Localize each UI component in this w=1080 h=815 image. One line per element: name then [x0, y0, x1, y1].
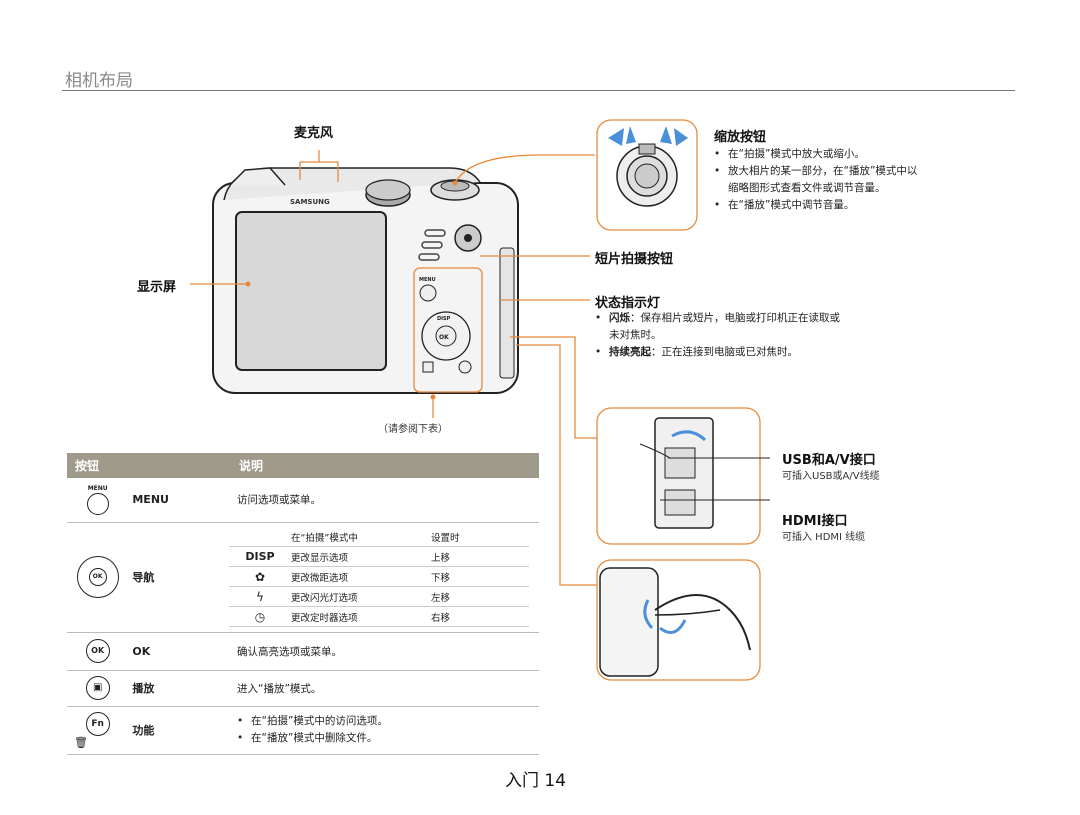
play-name: 播放 — [128, 670, 231, 707]
nav-name: 导航 — [128, 522, 231, 633]
table-row: MENU MENU 访问选项或菜单。 — [67, 478, 539, 523]
fn-button — [458, 360, 472, 374]
nav-subtable: 在“拍摄”模式中 设置时 DISP 更改显示选项 上移 ✿ 更改微距选项 下移 … — [229, 527, 529, 627]
see-table-note: （请参阅下表） — [378, 424, 448, 435]
menu-desc: 访问选项或菜单。 — [231, 478, 539, 523]
status-lamp-bullets: •闪烁：保存相片或短片，电脑或打印机正在读取或 未对焦时。 •持续亮起：正在连接… — [595, 312, 840, 358]
nav-pad-icon: OK — [67, 522, 129, 633]
button-table: 按钮 说明 MENU MENU 访问选项或菜单。 OK 导航 在“拍摄”模式中 … — [67, 453, 539, 755]
play-button — [422, 361, 434, 373]
fn-name: 功能 — [128, 706, 231, 755]
sub-row: ϟ 更改闪光灯选项 左移 — [229, 586, 529, 607]
usb-title: USB和A/V接口 — [782, 453, 876, 468]
display-label: 显示屏 — [137, 280, 177, 295]
hdmi-desc: 可插入 HDMI 线缆 — [782, 532, 866, 543]
side-panel — [499, 247, 515, 379]
hdmi-title: HDMI接口 — [782, 514, 848, 529]
usb-desc: 可插入USB或A/V线缆 — [782, 471, 880, 482]
table-row: Fn 🗑 功能 •在“拍摄”模式中的访问选项。 •在“播放”模式中删除文件。 — [67, 706, 539, 755]
section-title: 相机布局 — [65, 71, 133, 91]
movie-button-title: 短片拍摄按钮 — [595, 252, 674, 267]
table-row: ▣ 播放 进入“播放”模式。 — [67, 670, 539, 707]
disp-icon: DISP — [229, 546, 291, 567]
nav-subtable-cell: 在“拍摄”模式中 设置时 DISP 更改显示选项 上移 ✿ 更改微距选项 下移 … — [229, 522, 539, 633]
sub-row: DISP 更改显示选项 上移 — [229, 546, 529, 567]
title-divider — [62, 90, 1015, 91]
lcd-screen — [235, 211, 387, 371]
timer-icon: ◷ — [229, 606, 291, 627]
play-desc: 进入“播放”模式。 — [231, 670, 539, 707]
table-row: OK OK 确认高亮选项或菜单。 — [67, 632, 539, 671]
macro-icon: ✿ — [229, 566, 291, 587]
flash-icon: ϟ — [229, 586, 291, 607]
zoom-bullets: •在“拍摄”模式中放大或缩小。 •放大相片的某一部分，在“播放”模式中以 缩略图… — [714, 148, 918, 211]
play-icon: ▣ — [67, 670, 129, 707]
menu-name: MENU — [128, 478, 231, 523]
menu-button — [419, 284, 437, 302]
ok-name: OK — [128, 632, 231, 671]
ok-desc: 确认高亮选项或菜单。 — [231, 632, 539, 671]
ok-button — [435, 325, 457, 347]
trash-icon: 🗑 — [74, 735, 88, 749]
microphone-label: 麦克风 — [294, 126, 334, 141]
table-row: OK 导航 在“拍摄”模式中 设置时 DISP 更改显示选项 上移 ✿ 更改微距… — [67, 522, 539, 633]
page-number: 入门 14 — [505, 771, 567, 791]
svg-text:DISP: DISP — [437, 316, 451, 322]
table-header: 按钮 说明 — [67, 453, 539, 478]
zoom-arrows — [608, 126, 688, 146]
sub-row: ◷ 更改定时器选项 右移 — [229, 606, 529, 627]
fn-desc: •在“拍摄”模式中的访问选项。 •在“播放”模式中删除文件。 — [231, 706, 539, 755]
table-header-desc: 说明 — [231, 453, 539, 478]
fn-icon: Fn 🗑 — [67, 706, 129, 755]
brand-logo: SAMSUNG — [290, 198, 330, 206]
table-header-button: 按钮 — [67, 453, 231, 478]
speaker — [418, 229, 446, 261]
sub-header-shoot: 在“拍摄”模式中 — [291, 527, 431, 547]
svg-text:MENU: MENU — [419, 277, 436, 283]
ok-icon: OK — [67, 632, 129, 671]
flash-bump — [229, 167, 286, 186]
zoom-title: 缩放按钮 — [714, 130, 767, 145]
status-lamp-title: 状态指示灯 — [595, 296, 661, 311]
menu-icon: MENU — [67, 478, 129, 523]
svg-text:OK: OK — [439, 334, 449, 341]
sub-header-setting: 设置时 — [431, 527, 529, 547]
sub-row: ✿ 更改微距选项 下移 — [229, 566, 529, 587]
